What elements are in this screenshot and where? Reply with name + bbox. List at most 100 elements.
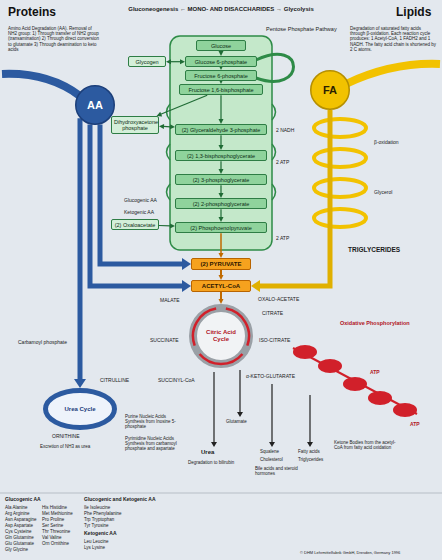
arrow-head xyxy=(159,124,164,129)
label: ORNITHINE xyxy=(52,434,80,440)
connector xyxy=(219,292,224,304)
label: Lys Lysine xyxy=(84,545,105,550)
process-box: (2) 2-phosphoglycerate xyxy=(175,198,267,209)
connector xyxy=(159,124,175,129)
process-box: (2) 1,3-bisphosphoglycerate xyxy=(175,150,267,161)
connector-line xyxy=(220,161,221,169)
label: ATP xyxy=(370,370,380,376)
label: MALATE xyxy=(160,298,180,304)
connector-line xyxy=(78,118,83,379)
label: Cys Cysteine xyxy=(5,529,32,534)
label: Ketogenic AA xyxy=(84,531,117,537)
arrow-head xyxy=(237,412,243,417)
respiratory-complex xyxy=(318,359,342,373)
label: ATP xyxy=(410,422,420,428)
node-text: Dihydroxyacetone phosphate xyxy=(114,119,156,132)
arrow-head xyxy=(182,280,191,292)
label: Pyrimidine Nucleic Acids Synthesis from … xyxy=(125,436,183,452)
label: Ketogenic AA xyxy=(124,210,154,216)
node-text: Fructose 1,6-bisphosphate xyxy=(182,87,260,93)
connector xyxy=(157,95,208,116)
node-text: Fructose 6-phosphate xyxy=(188,73,254,79)
node-text: Urea Cycle xyxy=(64,406,95,413)
node-text: Glycogen xyxy=(131,59,163,65)
node-text: (2) Oxaloacetate xyxy=(114,222,156,228)
connector xyxy=(159,223,175,228)
cycle-arrow xyxy=(193,308,216,345)
outline xyxy=(46,391,115,428)
label: Asp Aspartate xyxy=(5,523,33,528)
connector-line xyxy=(260,110,331,286)
label: Urea xyxy=(201,449,214,456)
connector-line xyxy=(220,270,222,276)
process-box: Fructose 1,6-bisphosphate xyxy=(179,84,263,95)
label: Tyr Tyrosine xyxy=(84,523,108,528)
label: Glutamate xyxy=(226,419,247,424)
label: OXALO-ACETATE xyxy=(258,297,299,303)
connector-line xyxy=(220,209,221,217)
label: Arg Arginine xyxy=(5,511,30,516)
divider-line xyxy=(0,493,442,494)
label: Oxidative Phosphorylation xyxy=(340,320,410,326)
outline xyxy=(76,86,115,125)
respiratory-complex xyxy=(293,345,317,359)
beta-oxidation-spiral xyxy=(314,149,366,167)
connector xyxy=(166,59,185,64)
node-text: (2) Glyceraldehyde 3-phosphate xyxy=(178,127,264,133)
node-text: (2) 3-phosphoglycerate xyxy=(178,177,264,183)
label: Cholesterol xyxy=(260,457,283,462)
connector-line xyxy=(100,124,183,264)
label: Met Methionine xyxy=(42,511,73,516)
label: Amino Acid Degradation (AA). Removal of … xyxy=(8,26,100,52)
connector-line xyxy=(171,61,181,62)
node-text: (2) 1,3-bisphosphoglycerate xyxy=(178,153,264,159)
label: Ketone Bodies from the acetyl-CoA from f… xyxy=(334,440,404,450)
label: Excretion of NH3 as urea xyxy=(40,444,120,449)
metabolite-box: (2) Oxaloacetate xyxy=(111,219,159,230)
label: Ile Isoleucine xyxy=(84,505,110,510)
connector-line xyxy=(220,233,222,253)
label: His Histidine xyxy=(42,505,67,510)
label: Carbamoyl phosphate xyxy=(18,340,67,346)
beta-oxidation-spiral xyxy=(314,119,366,137)
label: Squalene xyxy=(260,449,279,454)
respiratory-complex xyxy=(368,391,392,405)
metabolite-box: Glycogen xyxy=(128,56,166,67)
arrow-head xyxy=(211,442,217,447)
pool-circle: FA xyxy=(310,70,350,110)
pentose-loop xyxy=(256,54,294,81)
label: Degradation of saturated fatty acids thr… xyxy=(350,26,436,52)
connector-line xyxy=(161,95,208,114)
process-box: (2) Glyceraldehyde 3-phosphate xyxy=(175,124,267,135)
label: Ser Serine xyxy=(42,523,63,528)
node-text: (2) 2-phosphoglycerate xyxy=(178,201,264,207)
label: SUCCINATE xyxy=(150,338,179,344)
label: Glucogenic AA xyxy=(5,497,41,503)
connector-line xyxy=(164,126,171,128)
label: © DHM Lehrmittelfabrik GmbH, Dresden, Ge… xyxy=(300,551,400,556)
connector xyxy=(219,135,224,150)
label: 2 ATP xyxy=(276,160,289,166)
connector-line xyxy=(159,225,171,227)
label: Proteins xyxy=(8,6,56,20)
respiratory-complex xyxy=(393,403,417,417)
connector xyxy=(219,233,224,258)
connector-line xyxy=(220,185,221,193)
connector xyxy=(219,95,224,124)
arrow-head xyxy=(219,299,224,304)
node-text: (2) Phosphoenolpyruvate xyxy=(178,225,264,231)
connector xyxy=(219,185,224,198)
label: SUCCINYL-CoA xyxy=(158,378,195,384)
label: Fatty acids xyxy=(298,449,320,454)
cycle-circle: Citric Acid Cycle xyxy=(189,304,253,368)
label: Glucogenic and Ketogenic AA xyxy=(84,497,156,503)
glycolysis-band xyxy=(170,36,272,250)
connector-line xyxy=(220,95,221,119)
connector xyxy=(219,161,224,174)
label: Gln Glutamine xyxy=(5,535,34,540)
connector-line xyxy=(90,124,183,286)
label: CITRATE xyxy=(262,311,283,317)
arrow-head xyxy=(166,59,171,64)
label: 2 ATP xyxy=(276,236,289,242)
node-text: FA xyxy=(323,84,337,97)
